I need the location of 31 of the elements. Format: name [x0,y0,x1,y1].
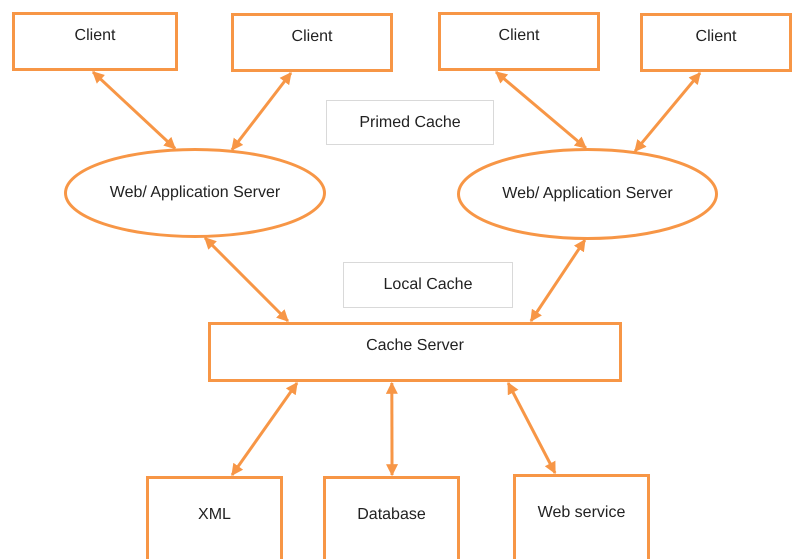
node-label: Local Cache [384,275,472,296]
cache-label-box [343,262,513,308]
double-arrow [506,382,556,474]
cache-label-box [326,100,494,145]
double-arrow [204,236,289,322]
double-arrow [495,70,587,150]
node-label: Web/ Application Server [502,184,673,204]
double-arrow [386,382,398,476]
double-arrow [230,382,298,476]
process-box [323,476,460,559]
node-label: XML [198,505,231,526]
process-box [438,12,600,71]
process-box [146,476,283,559]
node-label: Web service [538,503,626,524]
node-label: Primed Cache [359,112,461,133]
double-arrow [530,239,586,322]
double-arrow [92,70,176,150]
double-arrow [230,72,292,151]
node-label: Client [498,26,540,46]
node-label: Cache Server [366,336,464,356]
node-label: Client [696,26,736,47]
process-box [640,13,792,72]
node-label: Client [74,26,116,46]
node-label: Database [357,505,426,526]
process-box [208,322,622,382]
process-box [12,12,178,71]
process-box [231,13,393,72]
double-arrow [634,72,702,152]
process-box [513,474,650,559]
node-label: Web/ Application Server [110,183,280,204]
node-label: Client [292,26,332,47]
